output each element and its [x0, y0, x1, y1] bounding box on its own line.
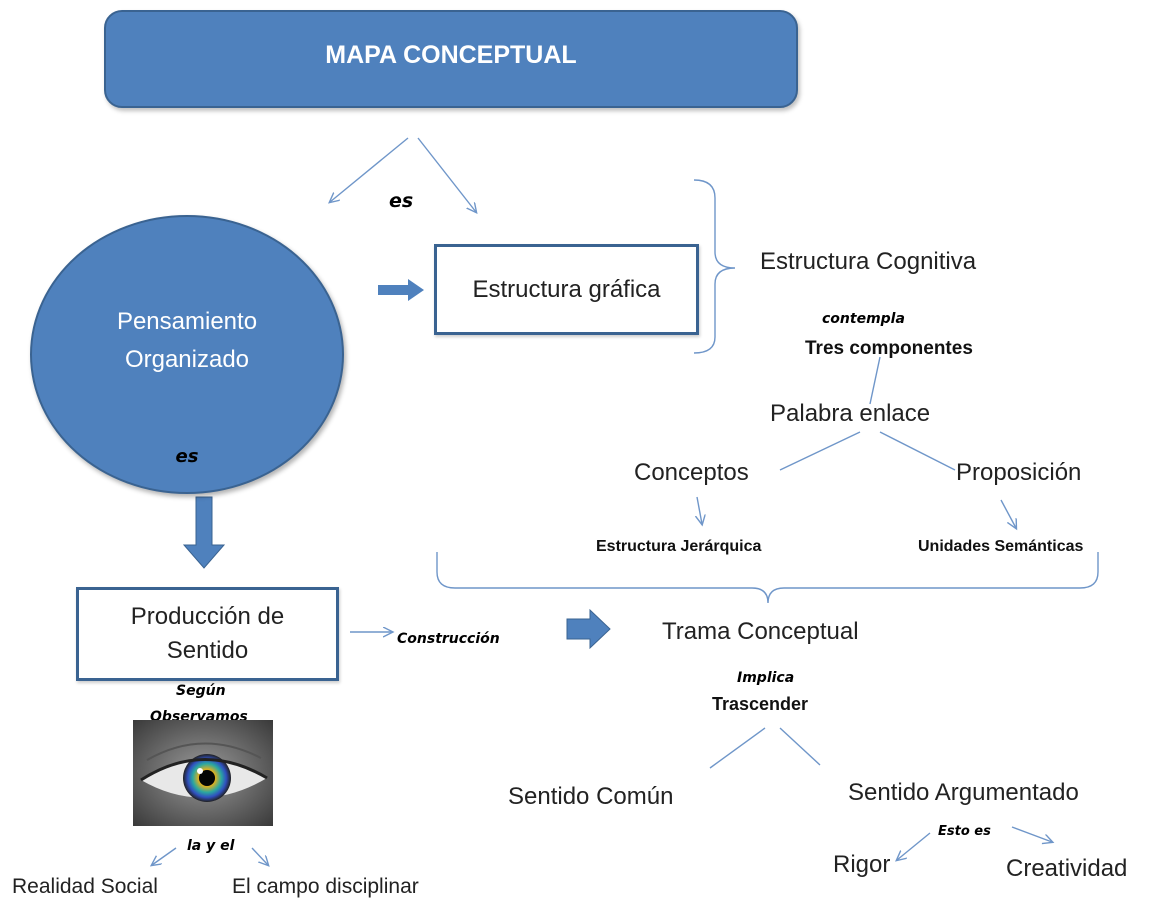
arrow-to-realidad — [152, 847, 177, 865]
circle-link-es: es — [175, 446, 199, 467]
block-arrow-right-bottom — [566, 608, 611, 650]
esto-es-label: Esto es — [938, 824, 991, 839]
arrow-title-to-grafica — [417, 137, 476, 212]
implica-label: Implica — [737, 670, 795, 686]
unidades-semanticas: Unidades Semánticas — [918, 538, 1084, 555]
creatividad: Creatividad — [1006, 855, 1128, 882]
block-arrow-right-top — [378, 279, 424, 301]
sentido-comun: Sentido Común — [508, 783, 674, 810]
rigor: Rigor — [833, 851, 891, 878]
proposicion: Proposición — [956, 459, 1082, 486]
title-text: MAPA CONCEPTUAL — [325, 40, 577, 69]
sentido-argumentado: Sentido Argumentado — [848, 779, 1079, 806]
la-y-el-label: la y el — [187, 838, 235, 854]
arrow-to-creatividad — [1011, 826, 1052, 842]
estructura-jerarquica: Estructura Jerárquica — [596, 538, 762, 555]
contempla-label: contempla — [822, 311, 905, 327]
arrow-title-to-circle — [330, 137, 409, 202]
line-tres-to-palabra — [869, 356, 881, 405]
arrow-to-campo — [251, 847, 268, 865]
campo-disciplinar: El campo disciplinar — [232, 875, 419, 898]
arrow-conceptos-down — [697, 496, 702, 524]
block-arrow-down — [182, 496, 226, 569]
produccion-sentido-box: Producción de Sentido — [76, 587, 339, 681]
estructura-grafica-box: Estructura gráfica — [434, 244, 699, 335]
brace-estructura — [693, 179, 736, 354]
link-word-es-top: es — [389, 190, 414, 212]
realidad-social: Realidad Social — [12, 875, 158, 898]
title-box: MAPA CONCEPTUAL — [104, 10, 798, 108]
segun-label: Según — [176, 683, 226, 699]
pensamiento-organizado-circle: Pensamiento Organizado es — [30, 215, 344, 494]
arrow-proposicion-down — [1000, 499, 1016, 528]
estructura-grafica-text: Estructura gráfica — [472, 276, 661, 303]
construccion-label: Construcción — [397, 631, 500, 647]
palabra-enlace: Palabra enlace — [770, 400, 931, 427]
arrow-to-rigor — [897, 832, 931, 860]
circle-line2: Organizado — [124, 346, 250, 373]
line-trascender-left — [709, 727, 766, 769]
produccion-line1: Producción de — [130, 603, 285, 630]
estructura-cognitiva: Estructura Cognitiva — [760, 248, 977, 275]
line-trascender-right — [779, 727, 821, 766]
line-palabra-to-conceptos — [779, 431, 861, 471]
produccion-line2: Sentido — [166, 637, 249, 664]
brace-trama — [436, 552, 1099, 604]
eye-image — [133, 720, 273, 826]
tres-componentes: Tres componentes — [805, 338, 973, 359]
line-palabra-to-proposicion — [879, 431, 956, 471]
circle-line1: Pensamiento — [116, 308, 258, 335]
trascender: Trascender — [712, 694, 809, 714]
conceptos: Conceptos — [634, 459, 749, 486]
trama-conceptual: Trama Conceptual — [662, 618, 859, 645]
